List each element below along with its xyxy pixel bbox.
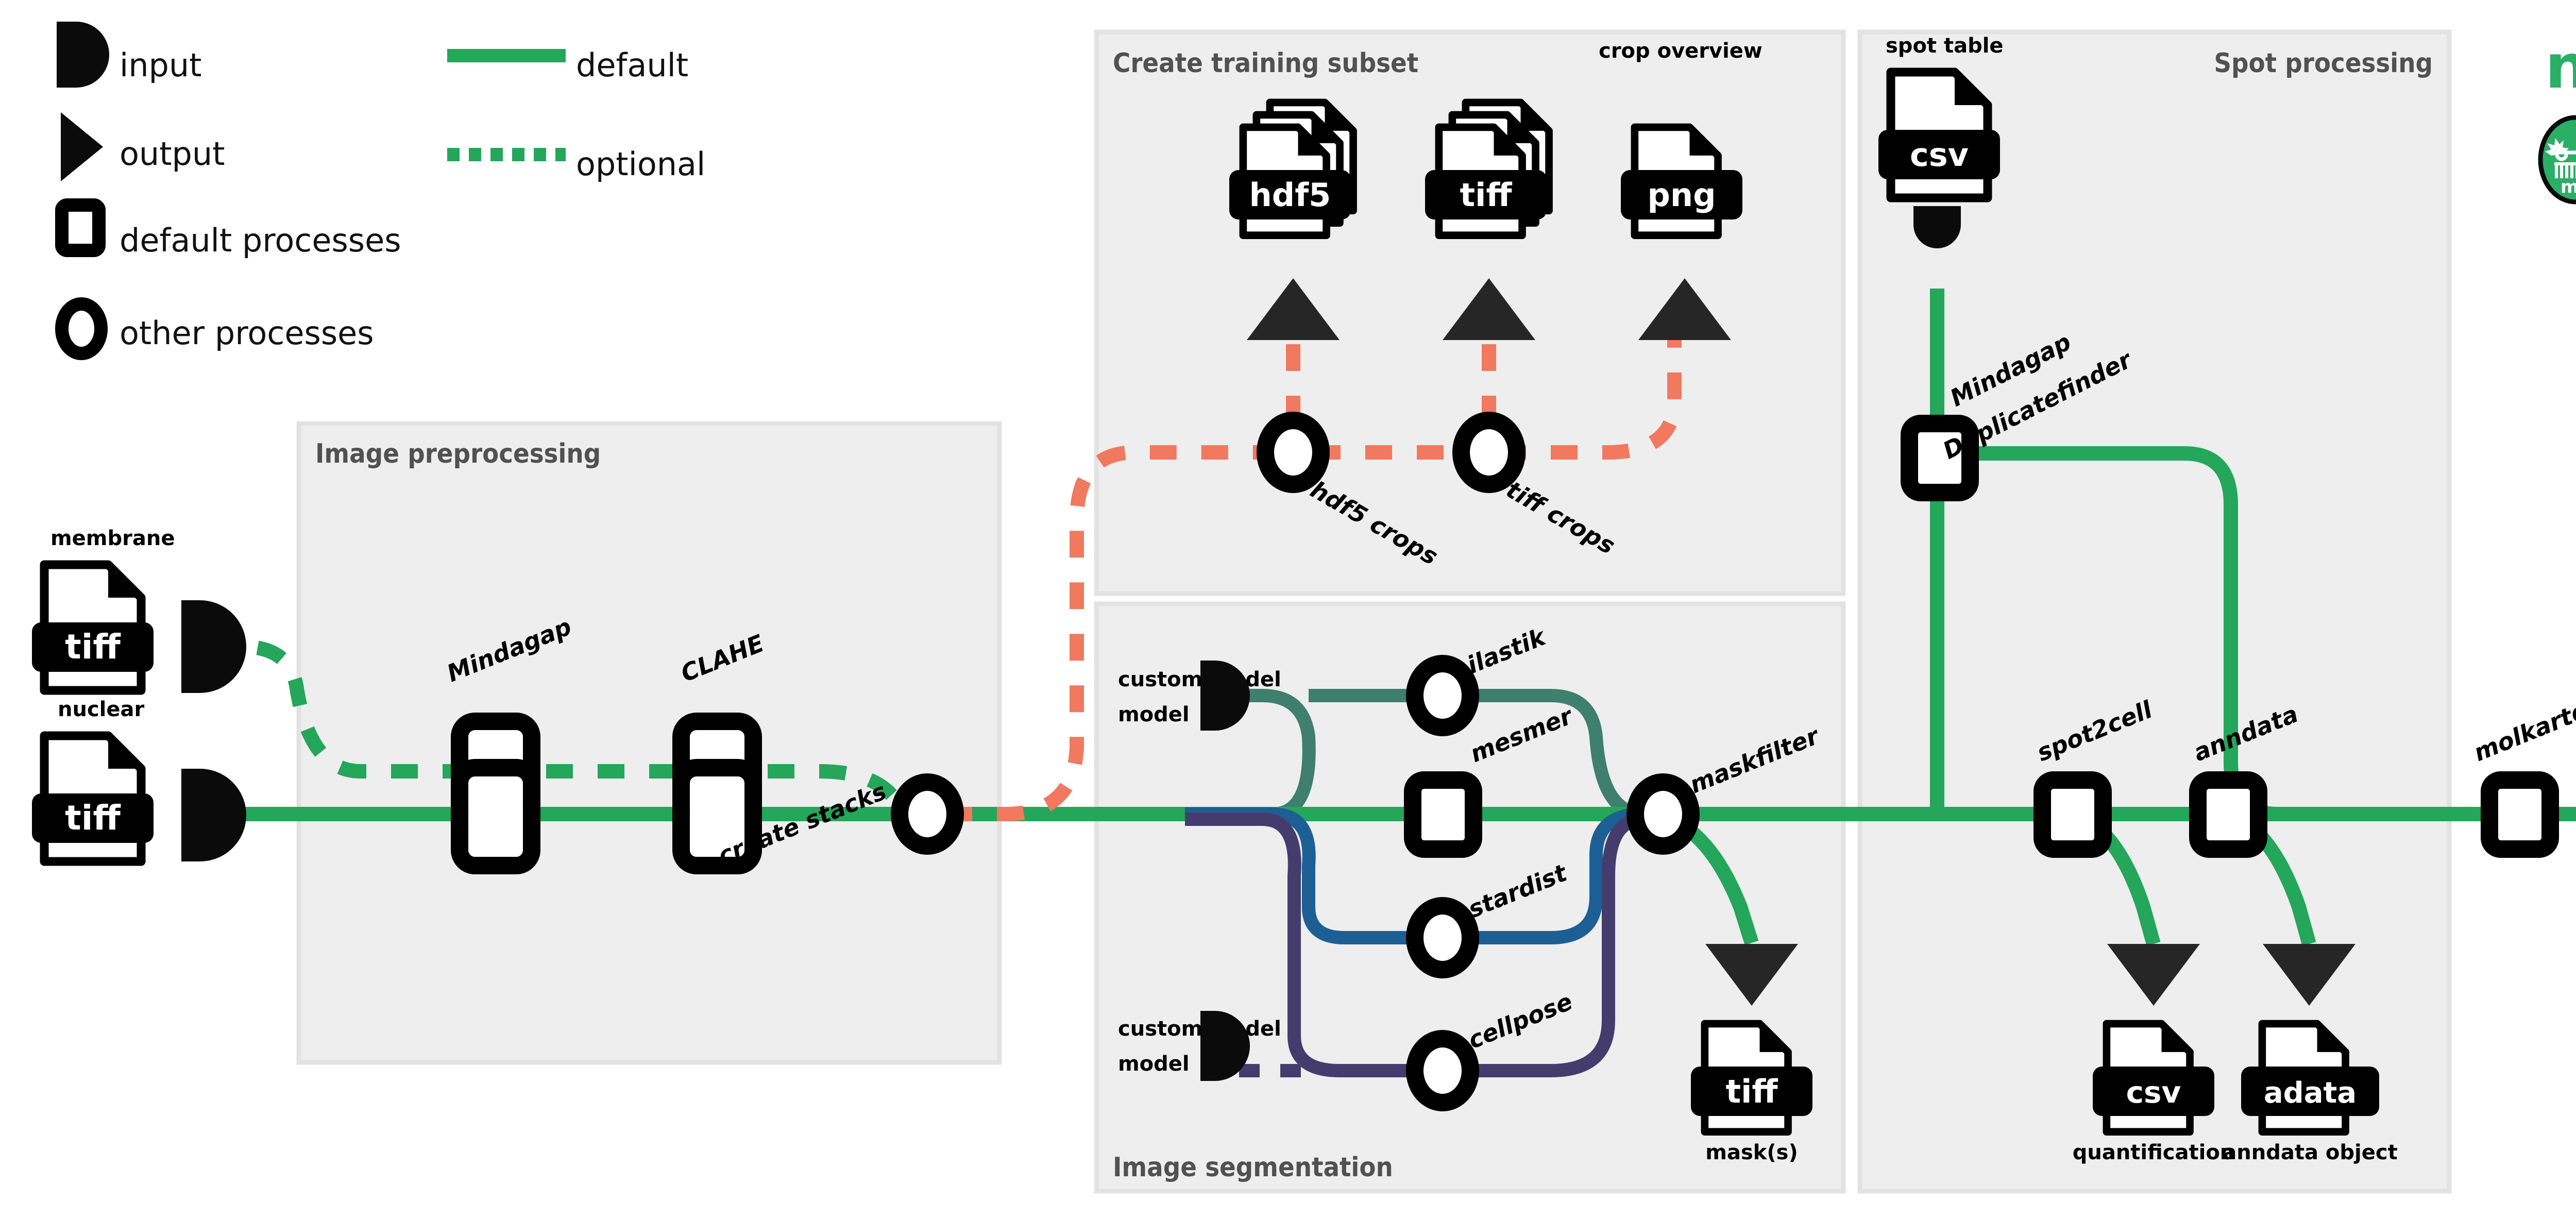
input-halfdisc-spot-table — [1913, 206, 1961, 248]
input-file-spot-table[interactable]: csv — [1878, 72, 2000, 198]
process-anndata[interactable] — [2189, 771, 2267, 858]
process-stardist[interactable] — [1406, 897, 1479, 978]
file-ext-label: png — [1648, 176, 1716, 214]
legend: input output default processes other pro… — [55, 22, 705, 360]
caption-spot-table: spot table — [1886, 34, 2004, 58]
process-hdf5-crops[interactable] — [1257, 412, 1330, 493]
process-tiff-crops[interactable] — [1452, 412, 1526, 493]
arrowhead-hdf5 — [1247, 278, 1340, 340]
panel-title-create-training-subset: Create training subset — [1113, 48, 1418, 79]
caption-membrane: membrane — [50, 527, 175, 550]
process-maskfilter[interactable] — [1626, 773, 1700, 855]
edge-cellpose-to-maskfilter — [1479, 813, 1644, 1077]
file-ext-label: tiff — [65, 798, 121, 838]
edge-tiffcrops-to-png — [1499, 340, 1682, 460]
output-file-crop-overview[interactable]: png — [1621, 127, 1742, 235]
edge-spine-to-stardist — [1185, 807, 1406, 944]
output-file-masks[interactable]: tiff — [1691, 1024, 1812, 1132]
legend-label-input: input — [120, 46, 201, 84]
caption-anndata-object: anndata object — [2223, 1141, 2397, 1164]
output-file-anndata-object[interactable]: adata — [2241, 1024, 2379, 1132]
caption-crop-overview: crop overview — [1599, 39, 1762, 63]
arrowhead-png — [1638, 278, 1731, 340]
input-file-membrane[interactable]: tiff — [32, 565, 154, 690]
mk-badge-icon: mk — [2538, 115, 2576, 205]
panel-title-image-segmentation: Image segmentation — [1113, 1152, 1393, 1183]
arrowhead-tiff-crops — [1443, 278, 1535, 340]
legend-label-default-processes: default processes — [120, 222, 401, 259]
output-file-tiff-crops[interactable]: tiff — [1425, 103, 1549, 235]
arrowhead-adata — [2263, 944, 2355, 1006]
output-file-quantification[interactable]: csv — [2093, 1024, 2214, 1132]
logo-nf-prefix: nf — [2545, 31, 2576, 102]
input-halfdisc-custom-model-cellpose — [1200, 1011, 1250, 1081]
caption-nuclear: nuclear — [58, 698, 144, 721]
input-halfdisc-custom-model-ilastik — [1200, 661, 1250, 731]
file-ext-label: hdf5 — [1249, 176, 1331, 214]
label-molkartqc: molkartqc — [2470, 690, 2576, 767]
file-ext-label: csv — [2126, 1075, 2181, 1110]
panel-title-image-preprocessing: Image preprocessing — [315, 438, 601, 469]
input-file-nuclear[interactable]: tiff — [32, 736, 154, 861]
process-mindagap[interactable] — [451, 713, 540, 874]
input-halfdisc-membrane — [181, 600, 246, 693]
output-file-hdf5-crops[interactable]: hdf5 — [1229, 103, 1353, 235]
input-halfdisc-nuclear — [181, 769, 246, 861]
arrowhead-quantification — [2107, 944, 2200, 1006]
output-triangle-icon — [61, 112, 103, 181]
caption-custom-model-cellpose: custom model — [1118, 1017, 1281, 1041]
other-process-circle-icon — [55, 297, 108, 360]
arrowhead-mask — [1705, 944, 1798, 1006]
process-ilastik[interactable] — [1406, 655, 1479, 736]
panel-spot-processing: Spot processing — [1857, 29, 2452, 1194]
file-ext-label: tiff — [1460, 176, 1512, 214]
legend-label-default-line: default — [576, 46, 688, 84]
default-process-square-icon — [55, 198, 106, 257]
process-cellpose[interactable] — [1406, 1030, 1479, 1111]
panel-title-spot-processing: Spot processing — [2214, 48, 2433, 79]
logo-nf-core-molkart: nf -core/ — [2538, 31, 2576, 205]
process-mindagap-duplicatefinder[interactable] — [1901, 415, 1979, 501]
edge-spine-to-cellpose — [1185, 813, 1406, 1077]
caption-custom-model-ilastik-line2: model — [1118, 703, 1190, 726]
process-create-stacks[interactable] — [891, 773, 964, 855]
panel-image-preprocessing: Image preprocessing — [296, 421, 1002, 1065]
process-molkartqc[interactable] — [2481, 771, 2559, 858]
legend-label-output: output — [120, 135, 225, 173]
process-mesmer[interactable] — [1404, 771, 1482, 858]
legend-label-optional-line: optional — [576, 145, 705, 183]
process-clahe[interactable] — [672, 713, 762, 874]
edge-createstacks-to-crops — [945, 445, 1262, 821]
file-ext-label: tiff — [65, 627, 121, 667]
edge-clahe-to-createstacks — [716, 764, 912, 818]
process-spot2cell[interactable] — [2033, 771, 2112, 858]
output-arrowheads — [1247, 278, 2355, 1006]
legend-label-other-processes: other processes — [120, 314, 374, 352]
input-halfdisc-icon — [57, 22, 109, 88]
caption-custom-model-cellpose-line2: model — [1118, 1052, 1190, 1076]
mk-badge-text: mk — [2561, 177, 2576, 197]
edge-membrane-to-mindagap — [206, 639, 495, 779]
caption-masks: mask(s) — [1705, 1141, 1798, 1164]
caption-custom-model-ilastik: custom model — [1118, 668, 1281, 691]
file-ext-label: adata — [2264, 1076, 2357, 1110]
caption-quantification: quantification — [2073, 1141, 2235, 1164]
edge-stardist-to-maskfilter — [1479, 807, 1644, 944]
file-ext-label: tiff — [1725, 1073, 1778, 1110]
file-ext-label: csv — [1910, 136, 1969, 174]
